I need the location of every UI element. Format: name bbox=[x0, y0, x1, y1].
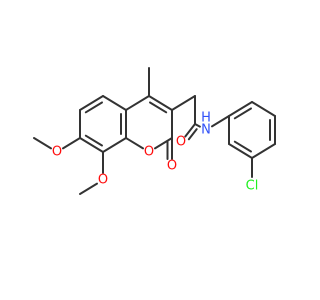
bond bbox=[84, 134, 103, 147]
atom-o-methoxy-8: O bbox=[98, 173, 108, 188]
bond bbox=[251, 143, 276, 159]
bond bbox=[125, 137, 145, 150]
bond bbox=[33, 137, 53, 150]
bond bbox=[125, 95, 150, 111]
bond bbox=[187, 128, 198, 141]
bond bbox=[171, 95, 196, 111]
bond bbox=[102, 95, 127, 111]
bond-layer bbox=[33, 67, 276, 195]
atom-o-ring: O bbox=[144, 145, 154, 160]
bond bbox=[79, 137, 104, 153]
atom-h-amide: H bbox=[201, 111, 211, 126]
bond bbox=[79, 95, 104, 111]
bond bbox=[102, 137, 127, 153]
bond bbox=[251, 101, 276, 117]
atom-o-methoxy-7: O bbox=[52, 145, 62, 160]
bond bbox=[184, 123, 196, 138]
bond bbox=[194, 123, 201, 128]
bond bbox=[233, 107, 252, 120]
bond bbox=[228, 143, 253, 159]
atom-o-lactone: O bbox=[167, 159, 177, 174]
atom-n-amide: N bbox=[201, 123, 211, 138]
bond bbox=[153, 137, 173, 150]
bond bbox=[61, 137, 81, 150]
bond bbox=[228, 101, 253, 117]
bond bbox=[149, 101, 168, 114]
bond bbox=[233, 140, 252, 153]
bond bbox=[84, 101, 103, 114]
bond bbox=[148, 95, 173, 111]
atom-o-amide: O bbox=[176, 135, 186, 150]
bond bbox=[79, 182, 99, 195]
atom-cl: Cl bbox=[246, 179, 259, 194]
bond bbox=[210, 115, 230, 128]
